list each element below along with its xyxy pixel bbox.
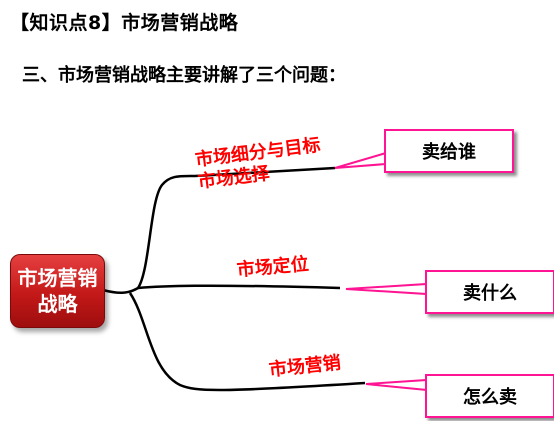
root-node-label: 市场营销战略 (17, 266, 98, 316)
page-title: 【知识点8】市场营销战略 (10, 12, 239, 34)
connector-branch-2 (137, 284, 341, 290)
connector-branch-1 (136, 166, 336, 289)
connector-branch-3 (128, 292, 366, 392)
callout-sell-to-whom: 卖给谁 (384, 129, 514, 173)
callout-text: 卖什么 (463, 283, 517, 304)
callout-pointer-3 (365, 378, 428, 392)
callout-pointer-1 (334, 151, 387, 169)
callout-how-to-sell: 怎么卖 (425, 374, 554, 418)
connector-root (102, 286, 139, 294)
root-node: 市场营销战略 (10, 254, 105, 328)
callout-text: 怎么卖 (463, 387, 517, 408)
callout-sell-what: 卖什么 (425, 270, 554, 314)
page-subtitle: 三、市场营销战略主要讲解了三个问题： (22, 65, 346, 86)
callout-pointer-2 (345, 282, 428, 296)
callout-text: 卖给谁 (422, 142, 476, 163)
